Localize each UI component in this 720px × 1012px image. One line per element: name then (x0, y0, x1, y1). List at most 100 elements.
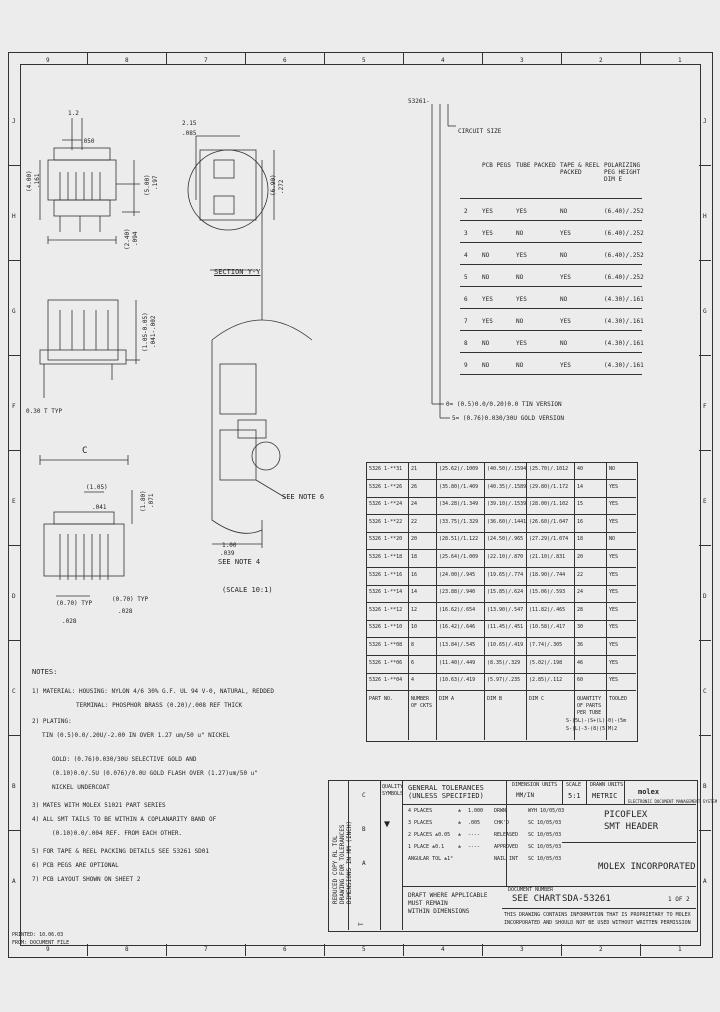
zone-label-right: D (703, 593, 707, 600)
circuit-cell: 5326 1-**16 (369, 571, 403, 578)
circuit-cell: 5326 1-**06 (369, 659, 403, 666)
reduced-copy-text: REDUCED COPY RL TOL (332, 835, 339, 904)
zone-label-right: G (703, 308, 707, 315)
part-code-rule (460, 374, 642, 375)
zone-tick-bottom (640, 944, 641, 956)
circuit-cell: (11.82)/.465 (529, 606, 566, 613)
circuit-col-rule (574, 462, 575, 740)
zone-tick-top (561, 52, 562, 64)
zone-tick-right (699, 735, 711, 736)
classification: ELECTRONIC DOCUMENT MANAGEMENT SYSTEM (628, 799, 718, 804)
part-code-cell: YES (560, 318, 571, 325)
part-code-rule (460, 330, 642, 331)
circuit-col-rule (436, 462, 437, 740)
tol-cell: 2 PLACES ±0.05 (408, 832, 451, 838)
circuit-cell: 24 (411, 501, 418, 508)
part-code-cell: 9 (464, 362, 468, 369)
circuit-cell: 5326 1-**10 (369, 624, 403, 631)
circuit-header: NUMBER OF CKTS (411, 696, 433, 709)
title-line-1: PICOFLEX (604, 810, 648, 820)
zone-label-left: D (12, 593, 16, 600)
dim-028b: .028 (118, 608, 133, 615)
circuit-row-rule (366, 514, 636, 516)
zone-tick-right (699, 830, 711, 831)
zone-label-right: A (703, 878, 707, 885)
zone-tick-top (245, 52, 246, 64)
zone-tick-left (8, 735, 20, 736)
part-code-cell: 5 (464, 274, 468, 281)
circuit-cell: 5326 1-**20 (369, 536, 403, 543)
tol-cell: SC 10/05/03 (528, 832, 562, 838)
circuit-cell: 30 (577, 624, 584, 631)
note-line: 7) PCB LAYOUT SHOWN ON SHEET 2 (32, 876, 141, 883)
circuit-cell: 60 (577, 677, 584, 684)
circuit-header: DIM C (529, 696, 545, 702)
zone-tick-bottom (324, 944, 325, 956)
part-code-cell: YES (482, 296, 493, 303)
part-code-cell: NO (560, 296, 568, 303)
notes-title: NOTES: (32, 668, 58, 676)
circuit-cell: 24 (577, 589, 584, 596)
dim-085: .085 (182, 130, 197, 137)
circuit-cell: 36 (577, 642, 584, 648)
part-code-cell: YES (516, 208, 527, 215)
circuit-header: TOOLED (609, 696, 628, 702)
dim-4p00: (4.00) (26, 170, 33, 192)
revision-letter: B (362, 826, 366, 833)
tb-rule (562, 842, 696, 843)
circuit-cell: 5326 1-**08 (369, 642, 403, 648)
version-line-tin: 0= (0.5)0.0/0.20)0.0 TIN VERSION (446, 401, 562, 408)
circuit-col-rule (606, 462, 607, 740)
circuit-cell: 21 (411, 466, 418, 472)
tb-rule (402, 804, 696, 805)
circuit-cell: YES (609, 677, 619, 684)
outer-frame (8, 52, 713, 958)
circuit-cell: (8.35)/.329 (487, 659, 521, 666)
circuit-cell: 16 (577, 518, 584, 525)
note-line: NICKEL UNDERCOAT (52, 784, 110, 791)
zone-tick-right (699, 165, 711, 166)
part-code-rule (460, 286, 642, 287)
zone-tick-left (8, 260, 20, 261)
circuit-row-rule (366, 567, 636, 568)
dim-197: .197 (152, 175, 159, 190)
title-line-2: SMT HEADER (604, 822, 659, 832)
dim-161: .161 (34, 173, 41, 188)
zone-tick-left (8, 355, 20, 356)
tol-cell: ± (458, 808, 462, 814)
zone-label-left: J (12, 118, 16, 125)
qty-note: S-(L)-3-(8)(5(M)2 (566, 726, 618, 732)
part-code-cell: (6.40)/.252 (604, 230, 644, 237)
tol-cell: WYH 10/05/03 (528, 808, 565, 814)
circuit-cell: (10.63)/.419 (439, 677, 476, 684)
zone-label-bottom: 6 (283, 946, 287, 953)
note-line: 1) MATERIAL: HOUSING: NYLON 4/6 30% G.F.… (32, 688, 275, 695)
reduced-copy-text: DRAWING FOR TOLERANCES (339, 824, 346, 904)
dim-1p00: 1.00 (222, 542, 237, 549)
zone-label-top: 7 (204, 57, 208, 64)
part-code-cell: YES (560, 230, 571, 237)
note-line: 2) PLATING: (32, 718, 72, 725)
zone-label-bottom: 8 (125, 946, 129, 953)
part-code-cell: 8 (464, 340, 468, 347)
dim-2p40: (2.40) (124, 228, 131, 250)
part-code-cell: YES (516, 340, 527, 347)
circuit-cell: 6 (411, 659, 415, 666)
circuit-cell: (29.80)/1.172 (529, 483, 569, 490)
circuit-cell: YES (609, 589, 619, 596)
circuit-cell: 28 (577, 606, 584, 613)
circuit-cell: (18.90)/.744 (529, 571, 566, 578)
notes-block: NOTES: 1) MATERIAL: HOUSING: NYLON 4/6 30… (28, 668, 348, 898)
part-code-cell: 2 (464, 208, 468, 215)
zone-label-left: F (12, 403, 16, 410)
zone-tick-top (87, 52, 88, 64)
tol-cell: CHK'D (494, 820, 510, 826)
circuit-cell: 10 (411, 624, 418, 631)
part-code-prefix: 53261- (408, 98, 430, 105)
zone-label-top: 1 (678, 57, 682, 64)
part-code-cell: NO (516, 318, 524, 325)
circuit-cell: 5326 1-**12 (369, 606, 403, 613)
zone-label-top: 8 (125, 57, 129, 64)
tol-cell: SC 10/05/03 (528, 844, 562, 850)
part-code-cell: (6.40)/.252 (604, 252, 644, 259)
